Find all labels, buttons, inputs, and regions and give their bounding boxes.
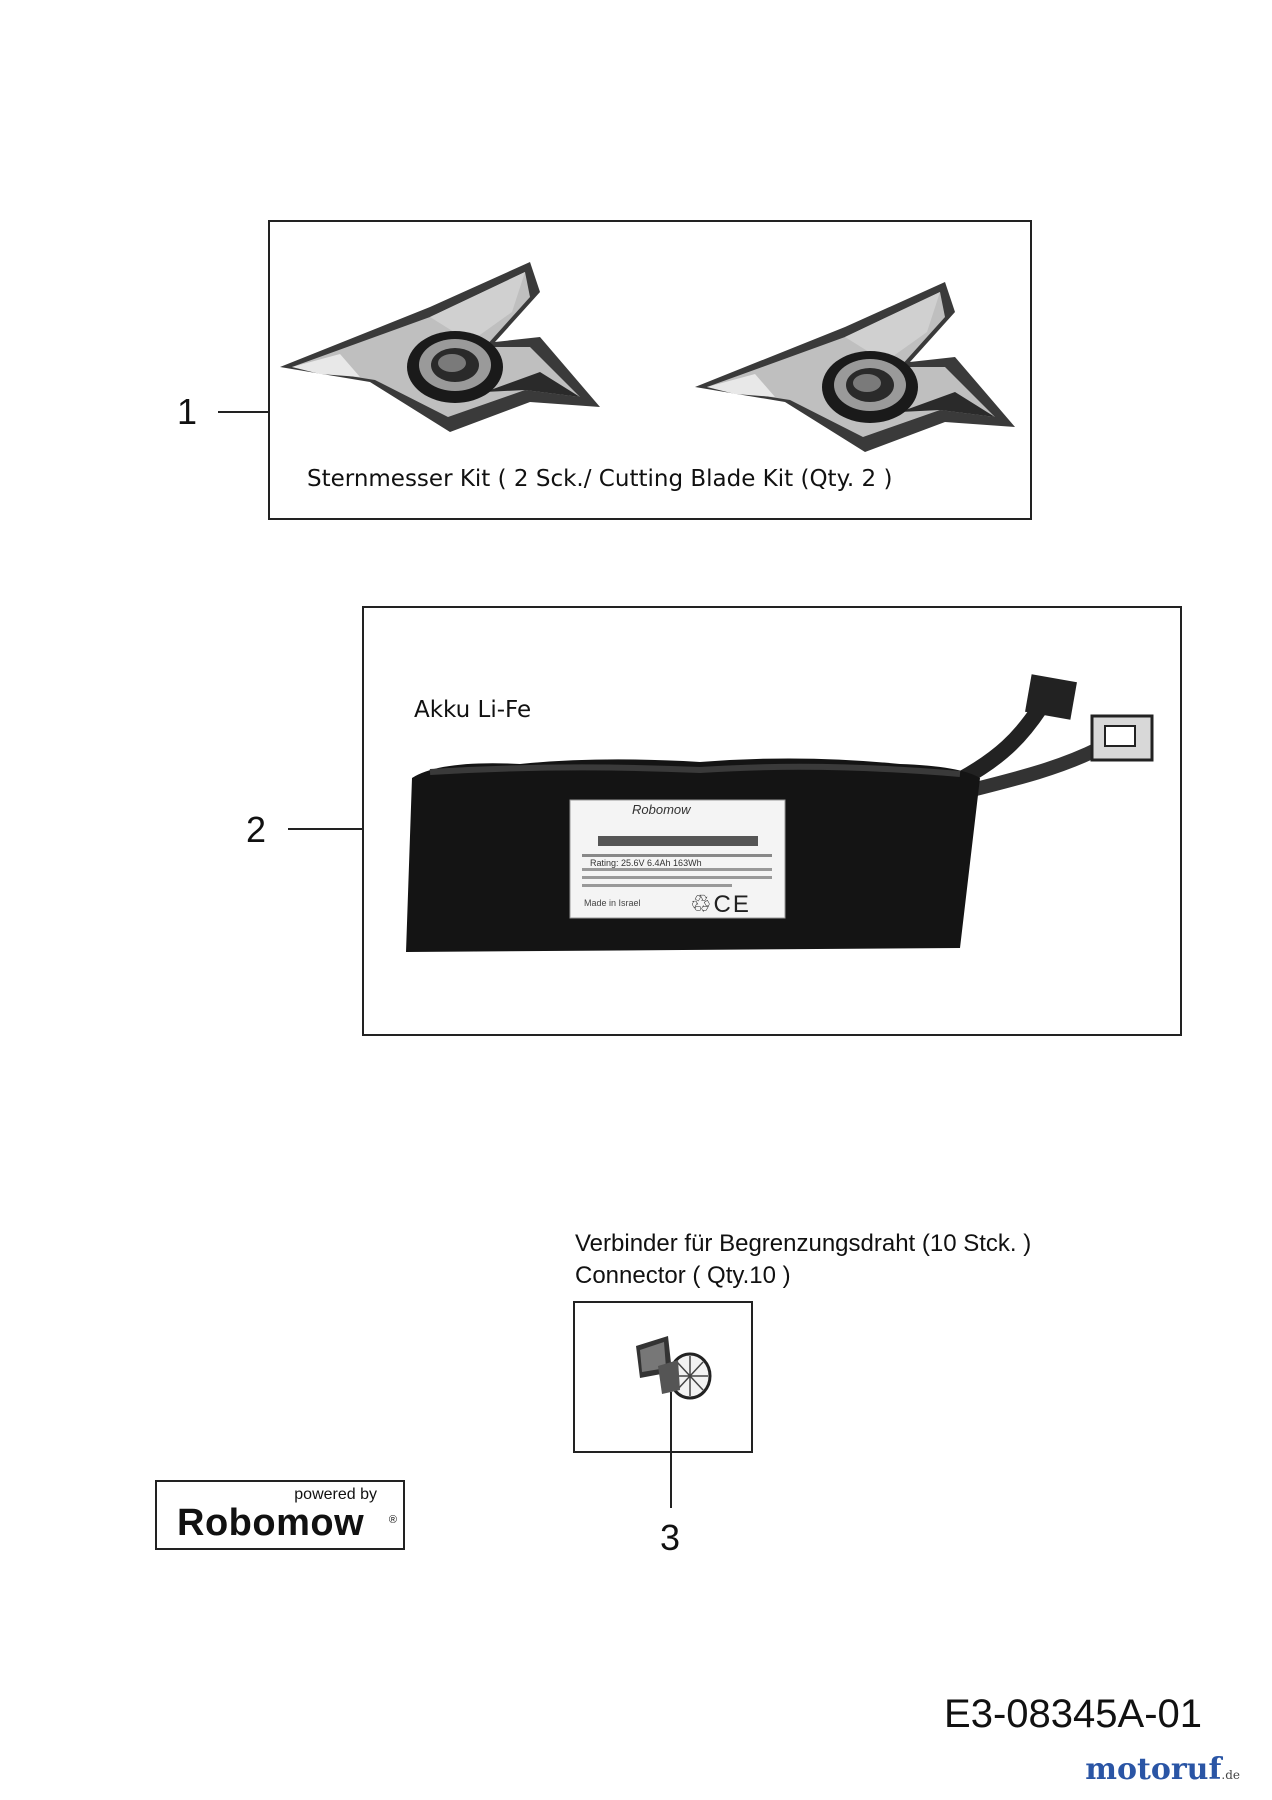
part-2-number: 2 (246, 809, 267, 850)
battery-label-made-in: Made in Israel (584, 898, 641, 908)
part-1-caption: Sternmesser Kit ( 2 Sck./ Cutting Blade … (307, 466, 893, 492)
part-1-number: 1 (177, 391, 198, 432)
part-3-leader (670, 1392, 672, 1508)
battery-label-rating: Rating: 25.6V 6.4Ah 163Wh (590, 858, 702, 868)
battery-label-marks: ♲CE (690, 891, 751, 918)
watermark-tld: .de (1221, 1768, 1240, 1782)
document-number: E3-08345A-01 (944, 1692, 1202, 1736)
watermark-logo: motoruf.de (1085, 1752, 1240, 1787)
cutting-blade-1 (280, 262, 600, 432)
connector-image (636, 1336, 712, 1400)
watermark-name: motoruf (1085, 1752, 1222, 1787)
part-3-box (573, 1301, 753, 1453)
logo-powered-by: powered by (294, 1486, 377, 1503)
battery-label-brand: Robomow (632, 802, 691, 817)
part-1-leader (218, 411, 268, 413)
part-1-box (268, 220, 1032, 520)
logo-registered-mark: ® (388, 1514, 397, 1526)
part-3-number: 3 (660, 1517, 681, 1558)
part-3-caption-line2: Connector ( Qty.10 ) (575, 1262, 791, 1289)
part-3-caption-line1: Verbinder für Begrenzungsdraht (10 Stck.… (575, 1230, 1032, 1257)
part-2-leader (288, 828, 362, 830)
logo-brand: Robomow (177, 1502, 365, 1544)
robomow-logo: powered by Robomow ® (155, 1480, 405, 1550)
battery-pack-image (406, 674, 1154, 952)
cutting-blade-2 (695, 282, 1015, 452)
part-2-box (362, 606, 1182, 1036)
part-2-caption: Akku Li-Fe (414, 697, 532, 723)
